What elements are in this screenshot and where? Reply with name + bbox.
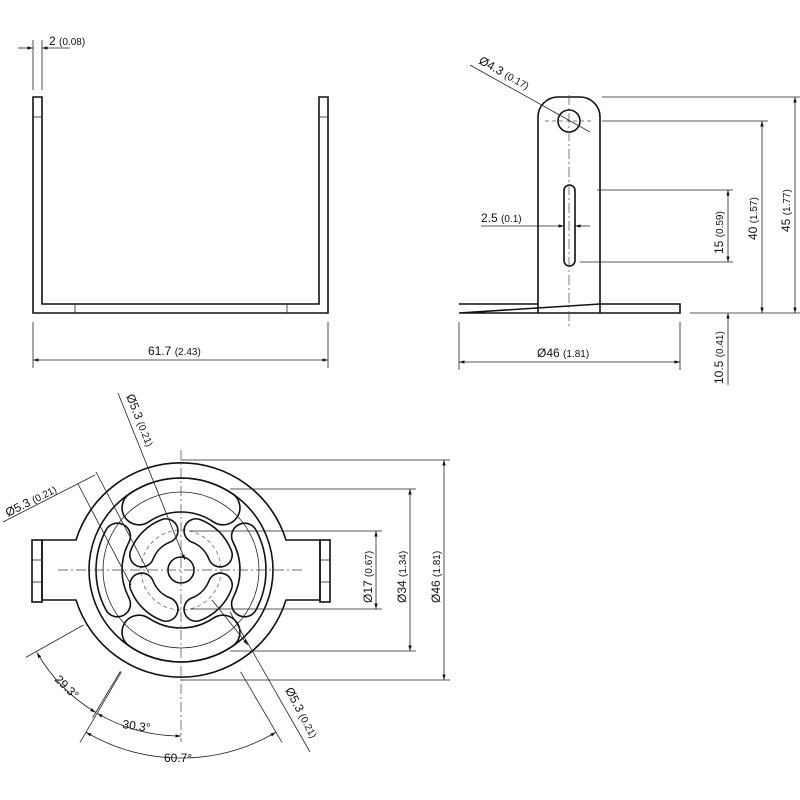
angle-60-7-label: 60.7° [164,751,192,765]
angle-extension-line [79,671,122,743]
left-lug [31,539,43,603]
hole-height-dimension: 40 (1.57) [746,197,760,240]
angle-extension-line [240,671,283,743]
angle-30-3-label: 30.3° [122,717,152,735]
arc-slot [183,572,233,622]
dimension-arrow [211,599,249,646]
front-view: 2 (0.08) 61.7 (2.43) [18,34,329,368]
adjustment-slot [563,184,576,267]
angle-extension-line [25,624,84,658]
side-view: Ø4.3 (0.17) 2.5 (0.1) 45 (1.77) 40 (1.57… [458,53,800,385]
arc-slot [121,477,241,526]
thickness-dimension: 2 (0.08) [49,34,85,48]
top-view: Ø46 (1.81) Ø34 (1.34) Ø17 (0.67) Ø5.3 (0… [2,392,450,765]
angle-arc-60-7 [85,731,277,759]
slot-diameter-dimension-bottom: Ø5.3 (0.21) [282,685,320,741]
slot-offset-dimension: 10.5 (0.41) [712,331,726,384]
leader-line [117,392,186,561]
extension-line [77,483,132,586]
arc-slot [129,572,179,622]
arc-slot [95,522,132,618]
slots [95,477,267,663]
base-outline [41,461,321,679]
slot-diameter-dimension-left: Ø5.3 (0.21) [3,482,59,520]
width-dimension: 61.7 (2.43) [148,344,201,358]
extension-line [95,471,150,574]
arc-slot [121,614,241,663]
base-plate-outline [458,303,681,314]
total-height-dimension: 45 (1.77) [779,189,793,232]
angle-extension-line [92,671,121,718]
u-bracket-outline [32,96,329,314]
right-lug [319,539,331,603]
slot-width-dimension: 2.5 (0.1) [481,211,522,225]
base-diameter-dimension: Ø46 (1.81) [537,346,589,360]
diameter-46-dimension: Ø46 (1.81) [429,551,443,603]
arc-slot [230,522,267,618]
arc-slot [129,518,179,568]
angle-dimensions [25,624,283,759]
leader-line [469,64,591,133]
slot-length-dimension: 15 (0.59) [712,211,726,254]
diameter-17-dimension: Ø17 (0.67) [361,551,375,603]
angle-arc-29-3 [36,652,96,713]
leader-line [229,611,311,753]
leader-line [2,474,96,523]
diameter-34-dimension: Ø34 (1.34) [395,551,409,603]
slot-diameter-dimension-top: Ø5.3 (0.21) [123,392,157,449]
angle-29-3-label: 29.3° [52,672,82,702]
arc-slot [183,518,233,568]
angle-arc-30-3 [97,712,182,738]
